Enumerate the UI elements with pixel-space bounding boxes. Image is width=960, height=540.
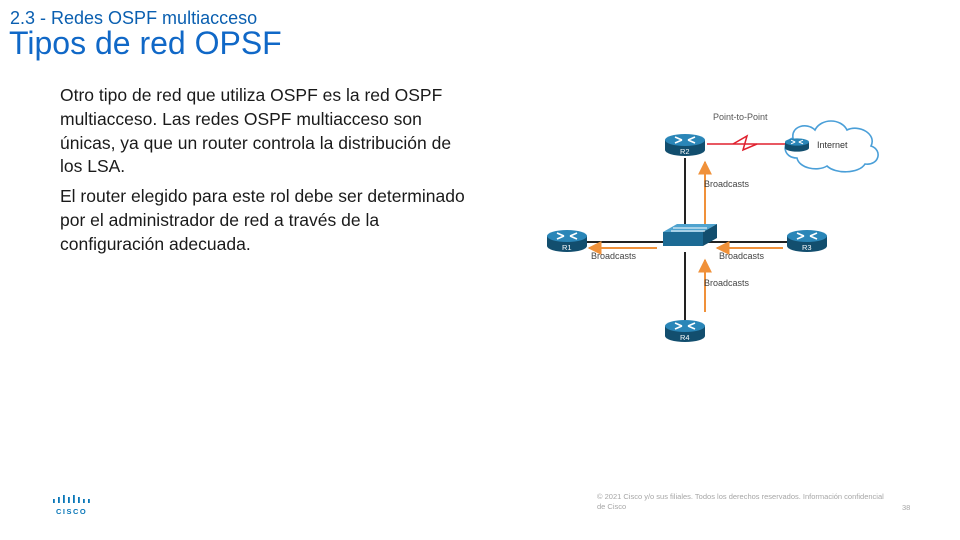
paragraph-2: El router elegido para este rol debe ser… <box>60 186 465 254</box>
broadcast-label-r3: Broadcasts <box>719 251 765 261</box>
router-r2-label: R2 <box>680 147 690 156</box>
page-title: Tipos de red OPSF <box>9 25 282 61</box>
cisco-logo-text: CISCO <box>56 507 87 516</box>
router-r1-label: R1 <box>562 243 572 252</box>
router-r4-label: R4 <box>680 333 690 342</box>
page-number: 38 <box>902 503 911 512</box>
cisco-logo: CISCO <box>52 494 92 521</box>
isp-router-icon <box>784 137 810 153</box>
router-r3-label: R3 <box>802 243 812 252</box>
broadcast-label-r4: Broadcasts <box>704 278 750 288</box>
switch-icon <box>663 224 717 246</box>
body-text: Otro tipo de red que utiliza OSPF es la … <box>60 84 470 263</box>
broadcast-label-r1: Broadcasts <box>591 251 637 261</box>
broadcast-label-r2: Broadcasts <box>704 179 750 189</box>
section-subtitle: 2.3 - Redes OSPF multiacceso <box>10 8 258 28</box>
internet-label: Internet <box>817 140 848 150</box>
internet-cloud <box>784 120 879 173</box>
ospf-network-diagram: Point-to-Point Internet Broadcasts Broad… <box>546 112 879 343</box>
serial-zigzag <box>732 134 758 152</box>
footer-copyright: © 2021 Cisco y/o sus filiales. Todos los… <box>597 492 884 511</box>
p2p-label: Point-to-Point <box>713 112 768 122</box>
paragraph-1: Otro tipo de red que utiliza OSPF es la … <box>60 85 452 177</box>
